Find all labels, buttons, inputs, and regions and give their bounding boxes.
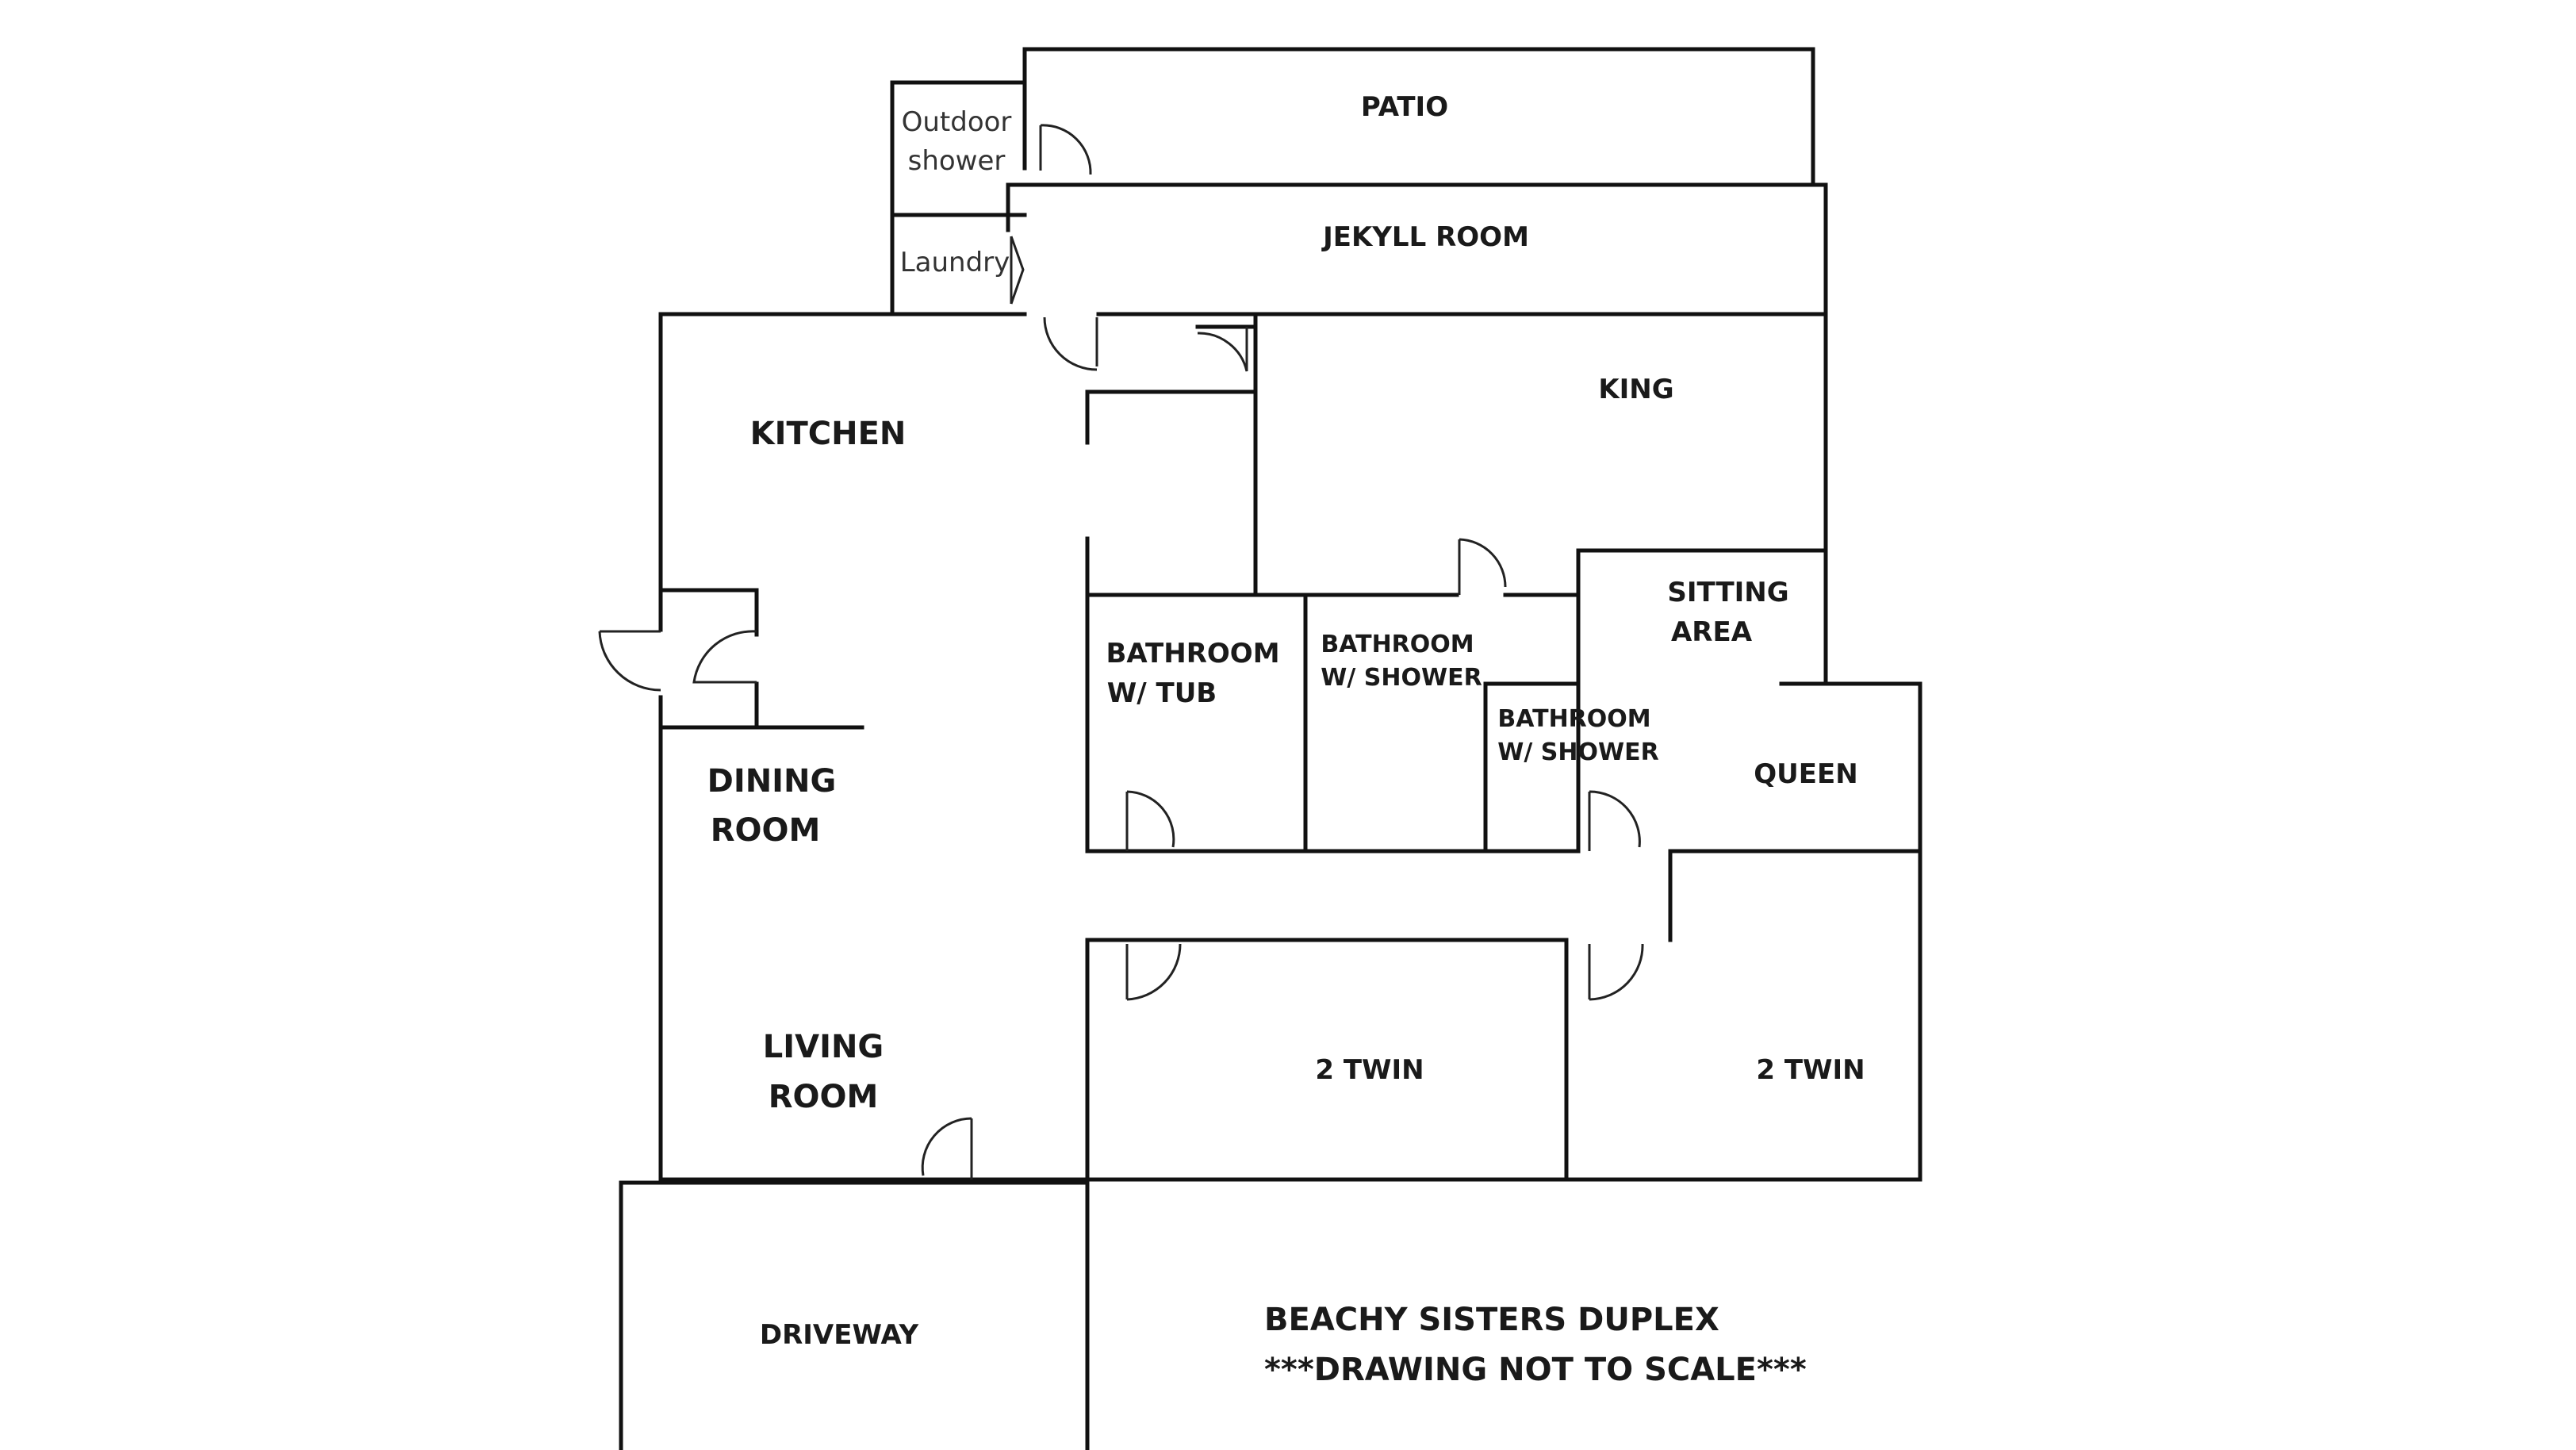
wall-patio xyxy=(1022,47,1815,184)
label-queen: QUEEN xyxy=(1754,758,1857,790)
label-bath-shower-a-1: BATHROOM xyxy=(1321,631,1474,658)
label-living-2: ROOM xyxy=(769,1079,879,1115)
wall-sitting-area xyxy=(1576,548,1828,854)
walls xyxy=(619,47,1922,1450)
door-twin-left xyxy=(1125,943,1182,1001)
caption-note: ***DRAWING NOT TO SCALE*** xyxy=(1264,1352,1807,1388)
label-driveway: DRIVEWAY xyxy=(760,1319,919,1351)
label-twin-left: 2 TWIN xyxy=(1315,1054,1424,1086)
label-sitting-1: SITTING xyxy=(1667,577,1788,608)
door-bath-tub xyxy=(1125,790,1175,851)
door-living xyxy=(921,1117,973,1180)
room-labels: PATIO Outdoor shower Laundry JEKYLL ROOM… xyxy=(707,91,1865,1351)
wall-entry-nook-bottom xyxy=(658,681,759,730)
door-queen xyxy=(1588,790,1641,851)
caption: BEACHY SISTERS DUPLEX ***DRAWING NOT TO … xyxy=(1264,1302,1807,1388)
label-jekyll-room: JEKYLL ROOM xyxy=(1321,221,1529,253)
label-twin-right: 2 TWIN xyxy=(1756,1054,1865,1086)
door-patio xyxy=(1039,124,1092,175)
wall-outdoor-shower xyxy=(890,80,1027,217)
label-dining-2: ROOM xyxy=(711,812,821,849)
label-patio: PATIO xyxy=(1361,91,1448,123)
label-outdoor-shower-2: shower xyxy=(908,145,1006,177)
door-king xyxy=(1197,327,1248,372)
label-laundry: Laundry xyxy=(900,247,1010,278)
label-bath-shower-b-2: W/ SHOWER xyxy=(1497,738,1658,766)
label-kitchen: KITCHEN xyxy=(750,416,907,452)
label-bath-shower-b-1: BATHROOM xyxy=(1497,705,1650,733)
label-king: KING xyxy=(1598,374,1673,405)
doors xyxy=(598,124,1644,1180)
wall-jekyll xyxy=(1006,182,1828,316)
door-entry-outside xyxy=(598,630,661,692)
wall-queen xyxy=(1668,681,1922,942)
door-jekyll xyxy=(1043,316,1098,371)
caption-title: BEACHY SISTERS DUPLEX xyxy=(1264,1302,1719,1338)
label-bath-tub-1: BATHROOM xyxy=(1106,638,1279,669)
door-laundry xyxy=(1010,236,1025,305)
wall-driveway xyxy=(619,1180,1090,1450)
label-dining-1: DINING xyxy=(707,763,837,800)
door-entry-inside xyxy=(692,630,757,684)
wall-entry-nook xyxy=(658,588,759,637)
door-twin-right xyxy=(1588,943,1644,1001)
label-bath-shower-a-2: W/ SHOWER xyxy=(1321,664,1482,692)
label-living-1: LIVING xyxy=(763,1029,884,1065)
label-sitting-2: AREA xyxy=(1671,616,1753,648)
label-bath-tub-2: W/ TUB xyxy=(1107,677,1217,709)
door-bath-shower-a xyxy=(1458,538,1507,595)
label-outdoor-shower-1: Outdoor xyxy=(902,106,1012,138)
